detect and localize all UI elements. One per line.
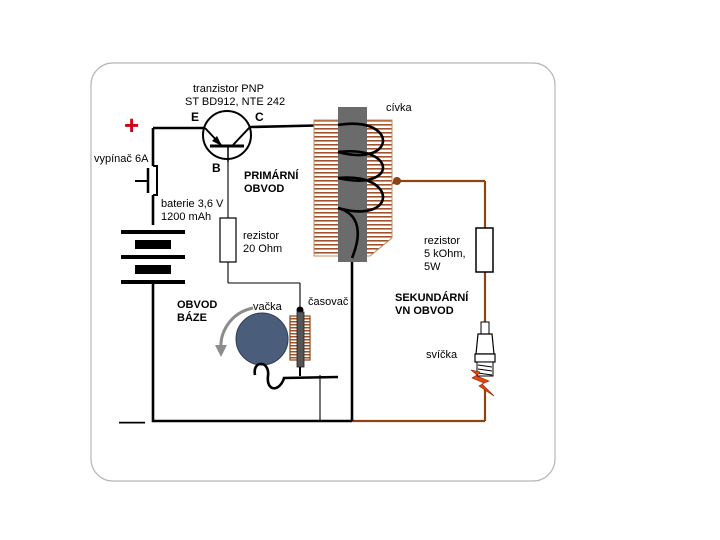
resistor-base-label-line1: rezistor bbox=[243, 230, 280, 242]
transistor-pnp-symbol bbox=[202, 110, 252, 162]
coil-label: cívka bbox=[386, 102, 412, 114]
base-circuit-label-line1: OBVOD bbox=[177, 299, 218, 311]
secondary-circuit-label-line1: SEKUNDÁRNÍ bbox=[395, 292, 469, 304]
push-switch-symbol bbox=[135, 165, 158, 196]
positive-terminal-sign: + bbox=[124, 110, 140, 140]
resistor-hv-label-line2: 5 kOhm, bbox=[424, 248, 466, 260]
ignition-coil-icon bbox=[313, 107, 393, 262]
primary-circuit-label-line1: PRIMÁRNÍ bbox=[244, 170, 299, 182]
resistor-base-label-line2: 20 Ohm bbox=[243, 243, 283, 255]
switch-label: vypínač 6A bbox=[94, 153, 149, 165]
transistor-label-line2: ST BD912, NTE 242 bbox=[185, 96, 286, 108]
base-label: B bbox=[212, 161, 221, 175]
cam-icon bbox=[235, 312, 289, 366]
battery-label-line1: baterie 3,6 V bbox=[161, 198, 224, 210]
resistor-hv-symbol bbox=[475, 227, 494, 273]
battery-symbol bbox=[121, 230, 185, 284]
cam-label: vačka bbox=[253, 301, 282, 313]
resistor-hv-label-line3: 5W bbox=[424, 261, 441, 273]
base-circuit-wires bbox=[227, 162, 321, 421]
secondary-circuit-label-line2: VN OBVOD bbox=[395, 305, 454, 317]
resistor-hv-label-line1: rezistor bbox=[424, 235, 461, 247]
battery-label-line2: 1200 mAh bbox=[161, 211, 212, 223]
diagram-frame bbox=[90, 62, 556, 482]
base-circuit-label-line2: BÁZE bbox=[177, 312, 207, 324]
transistor-label-line1: tranzistor PNP bbox=[193, 83, 264, 95]
emitter-label: E bbox=[191, 110, 200, 124]
negative-terminal-sign: — bbox=[119, 405, 145, 435]
timer-label: časovač bbox=[308, 296, 349, 308]
coil-tap-node bbox=[393, 177, 401, 185]
rotation-arrow-icon bbox=[215, 306, 254, 357]
spark-plug-label: svíčka bbox=[426, 349, 458, 361]
spark-plug-icon bbox=[470, 321, 496, 397]
primary-circuit-label-line2: OBVOD bbox=[244, 183, 285, 195]
collector-label: C bbox=[255, 110, 264, 124]
breaker-points-icon bbox=[253, 306, 339, 390]
resistor-base-symbol bbox=[219, 217, 237, 263]
